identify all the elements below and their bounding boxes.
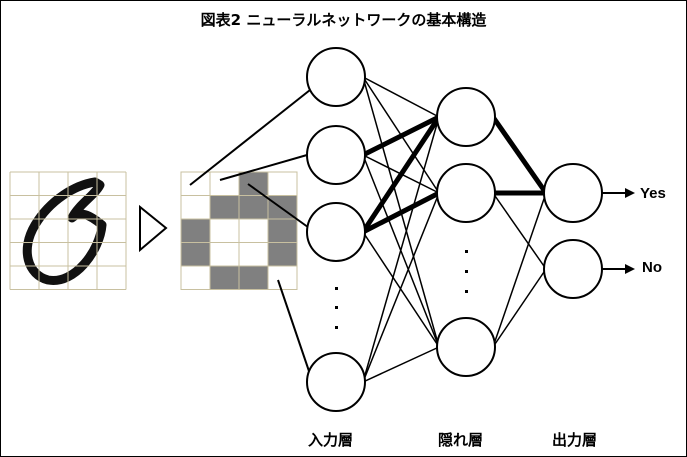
weight-connection: [360, 115, 442, 234]
pixel-cell: [180, 171, 211, 196]
weight-connection: [361, 190, 441, 235]
input-connection: [219, 154, 308, 181]
pixel-cell: [209, 218, 240, 243]
input-layer-label: 入力層: [308, 431, 354, 449]
output-layer-label: 出力層: [552, 431, 598, 449]
ellipsis-dot: [335, 306, 338, 309]
pixel-cell: [267, 171, 298, 196]
weight-connection: [362, 346, 440, 383]
input-connection: [189, 89, 311, 186]
ellipsis-dot: [465, 270, 468, 273]
pixel-cell: [209, 195, 240, 220]
pixel-cell: [267, 218, 298, 243]
weight-connection: [490, 115, 549, 195]
pixel-cell: [238, 265, 269, 290]
weight-connection: [361, 114, 441, 158]
neuron-node: [306, 125, 366, 185]
pixel-cell: [180, 265, 211, 290]
pixel-cell: [180, 218, 211, 243]
pixel-cell: [267, 265, 298, 290]
neuron-node: [306, 352, 366, 412]
output-no-label: No: [642, 259, 662, 276]
neuron-node: [543, 163, 603, 223]
neuron-node: [436, 317, 496, 377]
weight-connection: [492, 192, 547, 348]
neuron-node: [306, 47, 366, 107]
pixel-cell: [180, 242, 211, 267]
pixel-cell: [209, 265, 240, 290]
pixel-cell: [238, 171, 269, 196]
output-yes-label: Yes: [640, 185, 666, 202]
pixel-cell: [267, 242, 298, 267]
pixel-cell: [238, 195, 269, 220]
neuron-node: [543, 239, 603, 299]
neuron-node: [436, 163, 496, 223]
hidden-layer-label: 隠れ層: [438, 431, 484, 449]
pixel-cell: [180, 195, 211, 220]
pixel-cell: [238, 218, 269, 243]
weight-connection: [492, 192, 547, 270]
arrow-triangle-icon: [139, 204, 168, 253]
weight-connection: [362, 116, 440, 383]
ellipsis-dot: [335, 287, 338, 290]
neuron-node: [436, 87, 496, 147]
weight-connection: [362, 76, 440, 118]
ellipsis-dot: [335, 326, 338, 329]
neuron-node: [306, 202, 366, 262]
arrowhead-icon: [625, 264, 635, 274]
input-connection: [247, 183, 313, 231]
weight-connection: [492, 268, 547, 348]
pixel-cell: [238, 242, 269, 267]
figure-title: 図表2 ニューラルネットワークの基本構造: [200, 11, 487, 29]
ellipsis-dot: [465, 250, 468, 253]
weight-connection: [362, 192, 440, 383]
input-connection: [277, 279, 313, 381]
pixel-cell: [209, 242, 240, 267]
ellipsis-dot: [465, 290, 468, 293]
arrowhead-icon: [625, 188, 635, 198]
